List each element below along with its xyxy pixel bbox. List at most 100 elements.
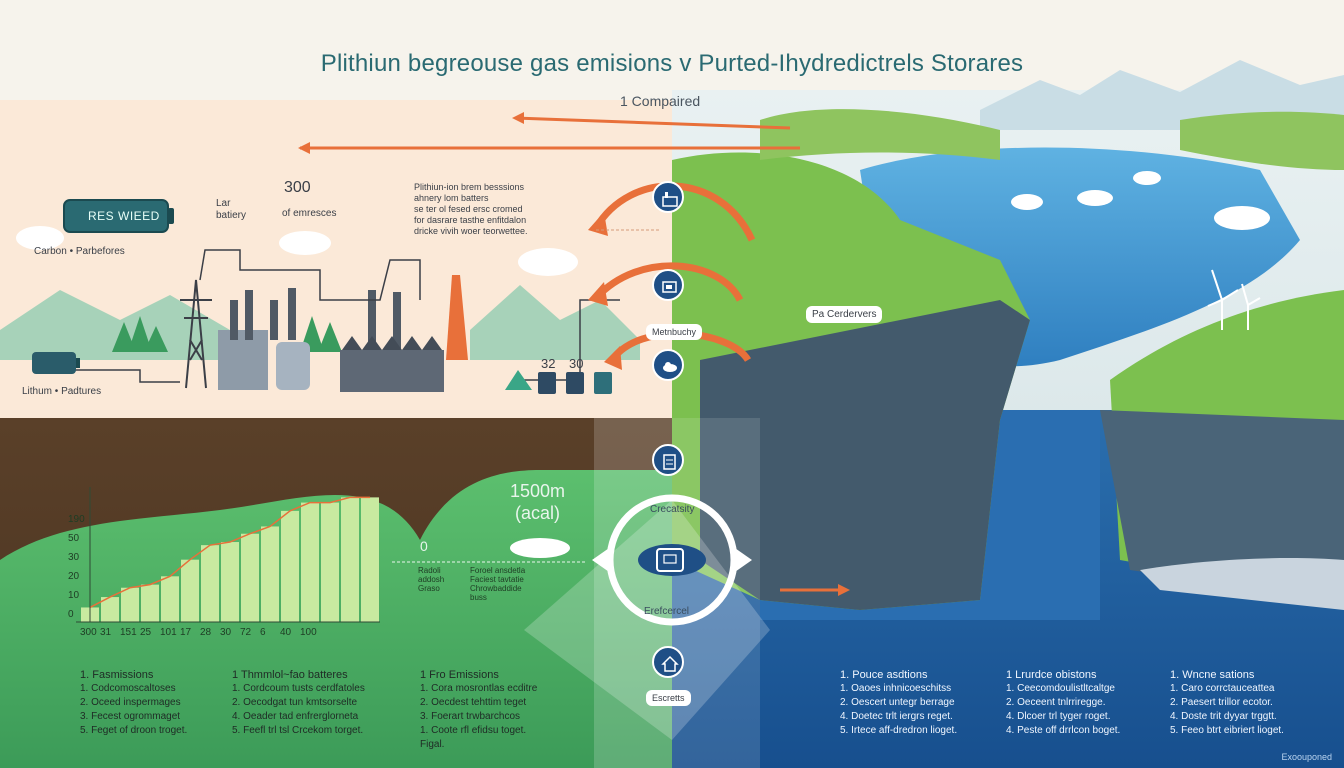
chart-bar — [321, 502, 339, 622]
list-header: 1 Lrurdce obistons — [1006, 669, 1097, 681]
corner-text: Exoouponed — [1281, 752, 1332, 762]
chart-bar — [141, 584, 159, 622]
cycle-arrow-head — [588, 212, 622, 370]
y-tick-label: 190 — [68, 514, 85, 525]
page-subtitle: 1 Compaired — [620, 93, 701, 109]
list-item: 4. Oeader tad enfrerglorneta — [232, 711, 359, 722]
list-item: 5. Feeo btrt eibriert lioget. — [1170, 725, 1284, 736]
value-300: 300 — [284, 179, 311, 196]
emissions-label: of emresces — [282, 208, 337, 219]
battery-station-icon[interactable] — [652, 269, 684, 301]
left-mountains — [0, 290, 230, 360]
x-tick-label: 30 — [220, 627, 232, 638]
battery-icon — [63, 199, 174, 233]
cloud-emission-icon[interactable] — [652, 349, 684, 381]
far-hills-right — [1180, 111, 1344, 170]
zero-label: 0 — [420, 538, 428, 554]
list-item: Figal. — [420, 739, 445, 750]
x-tick-label: 31 — [100, 627, 112, 638]
list-item: 1. Ceecomdoulistltcaltge — [1006, 683, 1115, 694]
list-item: 1. Caro corrctauceattea — [1170, 683, 1275, 694]
chart-bar — [261, 526, 279, 622]
chart-bar — [341, 497, 359, 622]
list-emissions: 1 Fro Emissions 1. Cora mosrontlas ecdit… — [420, 668, 537, 752]
list-header: 1. Fasmissions — [80, 669, 154, 681]
list-header: 1 Thmmlol~fao batteres — [232, 669, 348, 681]
cloud-icon — [16, 171, 1270, 558]
list-item: 3. Foerart trwbarchcos — [420, 711, 521, 722]
value-32: 32 — [541, 356, 556, 371]
connection-line — [40, 369, 180, 383]
gravel-bed — [1140, 558, 1344, 610]
list-item: 2. Oeceent tnlrriregge. — [1006, 697, 1106, 708]
factory-icon[interactable] — [652, 181, 684, 213]
list-item: 2. Oecdest tehttim teget — [420, 697, 527, 708]
x-tick-label: 28 — [200, 627, 212, 638]
home-icon[interactable] — [652, 646, 684, 678]
battery-label: RES WIEED — [88, 209, 160, 223]
x-tick-label: 25 — [140, 627, 152, 638]
big-value: 1500m(acal) — [510, 480, 565, 524]
carbon-label: Carbon • Parbefores — [34, 246, 125, 257]
far-hills-left — [760, 109, 1000, 160]
list-item: 5. Feefl trl tsl Crcekom torget. — [232, 725, 364, 736]
list-item: 1. Cora mosrontlas ecditre — [420, 683, 538, 694]
chart-bar — [101, 597, 119, 622]
left-cliff — [700, 300, 1030, 610]
list-item: 3. Fecest ogrommaget — [80, 711, 181, 722]
power-plant-icon — [218, 275, 468, 392]
list-header: 1. Pouce asdtions — [840, 669, 928, 681]
list-item: 4. Doetec trlt iergrs reget. — [840, 711, 953, 722]
battery-cells-icon — [505, 370, 612, 394]
bottom-tag: Escretts — [646, 690, 691, 706]
y-tick-label: 20 — [68, 571, 80, 582]
list-item: 4. Doste trit dyyar trggtt. — [1170, 711, 1277, 722]
list-item: 2. Paesert trillor ecotor. — [1170, 697, 1273, 708]
list-item: 5. Feget of droon troget. — [80, 725, 188, 736]
list-item: 5. Irtece aff-dredron lioget. — [840, 725, 958, 736]
chart-bar — [161, 576, 179, 622]
value-30: 30 — [569, 356, 584, 371]
x-tick-label: 300 — [80, 627, 97, 638]
y-tick-label: 50 — [68, 533, 80, 544]
chart-bar — [241, 533, 259, 622]
x-tick-label: 72 — [240, 627, 252, 638]
cycle-bottom-label: Erefcercel — [644, 606, 690, 617]
monitor-icon[interactable] — [656, 548, 684, 572]
note-text: Plithiun-ion brem besssions ahnery lom b… — [414, 182, 528, 236]
y-tick-label: 10 — [68, 590, 80, 601]
list-lrurdce: 1 Lrurdce obistons 1. Ceecomdoulistltcal… — [1006, 668, 1120, 738]
lar-battery-label: Lar batiery — [216, 198, 247, 221]
list-item: 1. Cordcoum tusts cerdfatoles — [232, 683, 365, 694]
emissions-bar-chart — [76, 487, 380, 623]
page-title: Plithiun begreouse gas emisions v Purted… — [320, 50, 1024, 77]
list-item: 4. Dlcoer trl tyger roget. — [1006, 711, 1111, 722]
list-item: 2. Oecodgat tun kmtsorselte — [232, 697, 358, 708]
x-tick-label: 17 — [180, 627, 192, 638]
x-tick-label: 101 — [160, 627, 177, 638]
lithium-label: Lithum • Padtures — [22, 386, 102, 397]
mid-note-a: Radoli addosh Graso — [418, 566, 445, 593]
list-item: 1. Codcomoscaltoses — [80, 683, 176, 694]
metricity-pill: Metnbuchy — [646, 324, 703, 340]
x-tick-label: 6 — [260, 627, 266, 638]
x-tick-label: 40 — [280, 627, 292, 638]
middle-mountains — [470, 285, 640, 360]
list-item: 2. Oceed inspermages — [80, 697, 181, 708]
list-header: 1 Fro Emissions — [420, 669, 499, 681]
y-tick-label: 30 — [68, 552, 80, 563]
y-tick-label: 0 — [68, 609, 74, 620]
cycle-top-label: Crecatsity — [650, 504, 695, 515]
list-item: 1. Coote rfl efidsu toget. — [420, 725, 527, 736]
list-item: 1. Oaoes inhnicoeschitss — [840, 683, 952, 694]
orange-arrow — [298, 112, 850, 596]
chart-trend-line — [89, 496, 370, 609]
document-icon[interactable] — [652, 444, 684, 476]
chart-bar — [361, 497, 379, 622]
x-tick-label: 100 — [300, 627, 317, 638]
chart-bar — [221, 542, 239, 622]
x-tick-label: 151 — [120, 627, 137, 638]
mid-note-b: Foroel ansdetla Faciest tavtatie Chrowba… — [470, 566, 526, 602]
list-pouce: 1. Pouce asdtions 1. Oaoes inhnicoeschit… — [840, 668, 957, 738]
